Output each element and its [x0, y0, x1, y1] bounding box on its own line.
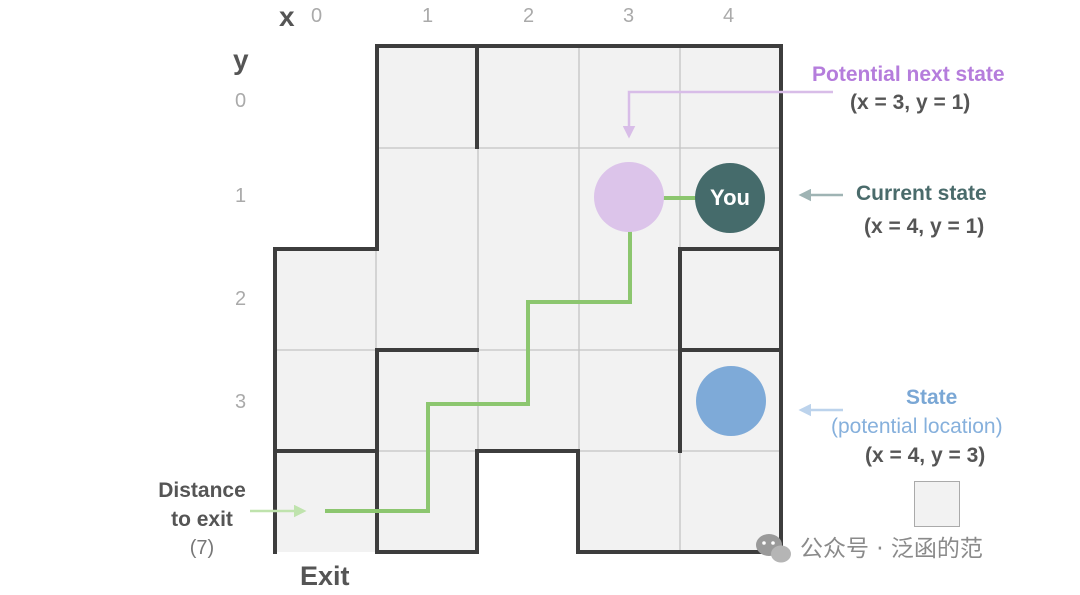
state-circle — [696, 366, 766, 436]
maze-cells — [275, 46, 780, 552]
agent-circle — [695, 163, 765, 233]
x-tick-label: 1 — [422, 5, 434, 27]
state-subtitle: (potential location) — [831, 415, 1003, 438]
x-axis-title: x — [279, 1, 295, 32]
exit-label: Exit — [300, 561, 350, 591]
potential-next-title: Potential next state — [812, 63, 1005, 86]
distance-value: (7) — [189, 537, 215, 559]
state-legend-box — [914, 481, 960, 527]
x-tick-label: 4 — [723, 5, 735, 27]
maze-walls — [273, 44, 783, 554]
y-tick-label: 1 — [235, 185, 247, 207]
potential-next-coords: (x = 3, y = 1) — [850, 91, 971, 114]
y-tick-label: 0 — [235, 90, 247, 112]
y-tick-label: 3 — [235, 391, 247, 413]
state-title: State — [906, 386, 958, 409]
distance-line2: to exit — [171, 508, 233, 531]
x-tick-label: 3 — [623, 5, 635, 27]
potential-next-arrow — [622, 90, 833, 139]
watermark-text: 公众号 · 泛函的范 — [800, 536, 983, 562]
distance-line1: Distance — [158, 479, 246, 502]
x-tick-label: 0 — [311, 5, 323, 27]
agent-label: You — [710, 185, 750, 210]
current-state-coords: (x = 4, y = 1) — [864, 215, 985, 238]
y-tick-label: 2 — [235, 288, 247, 310]
wechat-icon — [756, 534, 791, 563]
x-tick-label: 2 — [523, 5, 535, 27]
state-coords: (x = 4, y = 3) — [865, 444, 986, 467]
potential-next-state-circle — [594, 162, 664, 232]
y-axis-title: y — [233, 44, 249, 75]
current-state-title: Current state — [856, 182, 987, 205]
